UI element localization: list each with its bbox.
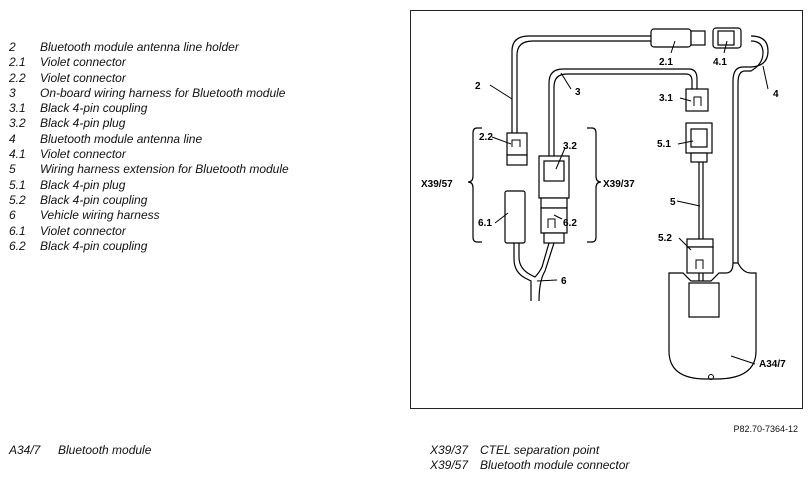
label-x39-57: X39/57 bbox=[421, 179, 453, 190]
bottom-code: X39/37 bbox=[430, 443, 469, 457]
bottom-legend-x39-57: X39/57 Bluetooth module connector bbox=[430, 458, 730, 473]
legend-number: 2.2 bbox=[9, 70, 26, 85]
legend-number: 5.2 bbox=[9, 192, 26, 207]
figure-reference: P82.70-7364-12 bbox=[733, 424, 798, 434]
label-a34-7: A34/7 bbox=[759, 359, 786, 370]
bottom-legend-x39-37: X39/37 CTEL separation point bbox=[430, 443, 730, 458]
legend-number: 2.1 bbox=[9, 55, 26, 70]
bottom-code: X39/57 bbox=[430, 458, 469, 472]
legend-number: 3.2 bbox=[9, 116, 26, 131]
legend-number: 3 bbox=[9, 85, 16, 100]
label-2-1: 2.1 bbox=[659, 57, 673, 68]
label-2: 2 bbox=[475, 81, 481, 92]
bottom-desc: CTEL separation point bbox=[480, 443, 600, 457]
legend-description: Black 4-pin coupling bbox=[40, 101, 148, 116]
label-3-1: 3.1 bbox=[659, 93, 673, 104]
legend-description: Black 4-pin plug bbox=[40, 116, 126, 131]
legend-number: 6 bbox=[9, 208, 16, 223]
legend-number: 6.2 bbox=[9, 238, 26, 253]
legend-number: 6.1 bbox=[9, 223, 26, 238]
legend-description: Violet connector bbox=[40, 55, 126, 70]
label-4-1: 4.1 bbox=[713, 57, 727, 68]
label-6-1: 6.1 bbox=[478, 218, 492, 229]
legend-description: Violet connector bbox=[40, 223, 126, 238]
label-5-1: 5.1 bbox=[657, 139, 671, 150]
bottom-code: A34/7 bbox=[9, 443, 41, 457]
wiring-diagram: 2 2.1 4.1 3 4 3.1 2.2 3.2 5.1 X39/57 X39… bbox=[410, 10, 803, 409]
legend-number: 4 bbox=[9, 131, 16, 146]
label-4: 4 bbox=[773, 89, 779, 100]
label-5-2: 5.2 bbox=[658, 233, 672, 244]
legend-description: Vehicle wiring harness bbox=[40, 208, 160, 223]
legend-description: Bluetooth module antenna line holder bbox=[40, 40, 239, 54]
legend-description: Black 4-pin plug bbox=[40, 177, 126, 192]
legend-number: 5 bbox=[9, 162, 16, 177]
legend-description: Black 4-pin coupling bbox=[40, 192, 148, 207]
legend-number: 2 bbox=[9, 40, 16, 54]
bottom-legend-a34-7: A34/7 Bluetooth module bbox=[9, 443, 309, 458]
legend-description: Wiring harness extension for Bluetooth m… bbox=[40, 162, 289, 177]
label-3: 3 bbox=[575, 87, 581, 98]
label-6-2: 6.2 bbox=[563, 218, 577, 229]
wiring-diagram-svg: 2 2.1 4.1 3 4 3.1 2.2 3.2 5.1 X39/57 X39… bbox=[421, 27, 786, 380]
legend-description: Violet connector bbox=[40, 70, 126, 85]
label-x39-37: X39/37 bbox=[603, 179, 635, 190]
legend-number: 5.1 bbox=[9, 177, 26, 192]
label-2-2: 2.2 bbox=[479, 132, 493, 143]
label-3-2: 3.2 bbox=[563, 141, 577, 152]
legend-description: Black 4-pin coupling bbox=[40, 238, 148, 253]
legend-description: On-board wiring harness for Bluetooth mo… bbox=[40, 85, 286, 100]
bottom-desc: Bluetooth module bbox=[58, 443, 152, 457]
label-6: 6 bbox=[561, 276, 567, 287]
legend-description: Violet connector bbox=[40, 147, 126, 162]
legend-number: 4.1 bbox=[9, 147, 26, 162]
label-5: 5 bbox=[670, 197, 676, 208]
bottom-desc: Bluetooth module connector bbox=[480, 458, 630, 472]
legend-description: Bluetooth module antenna line bbox=[40, 131, 203, 146]
legend-number: 3.1 bbox=[9, 101, 26, 116]
